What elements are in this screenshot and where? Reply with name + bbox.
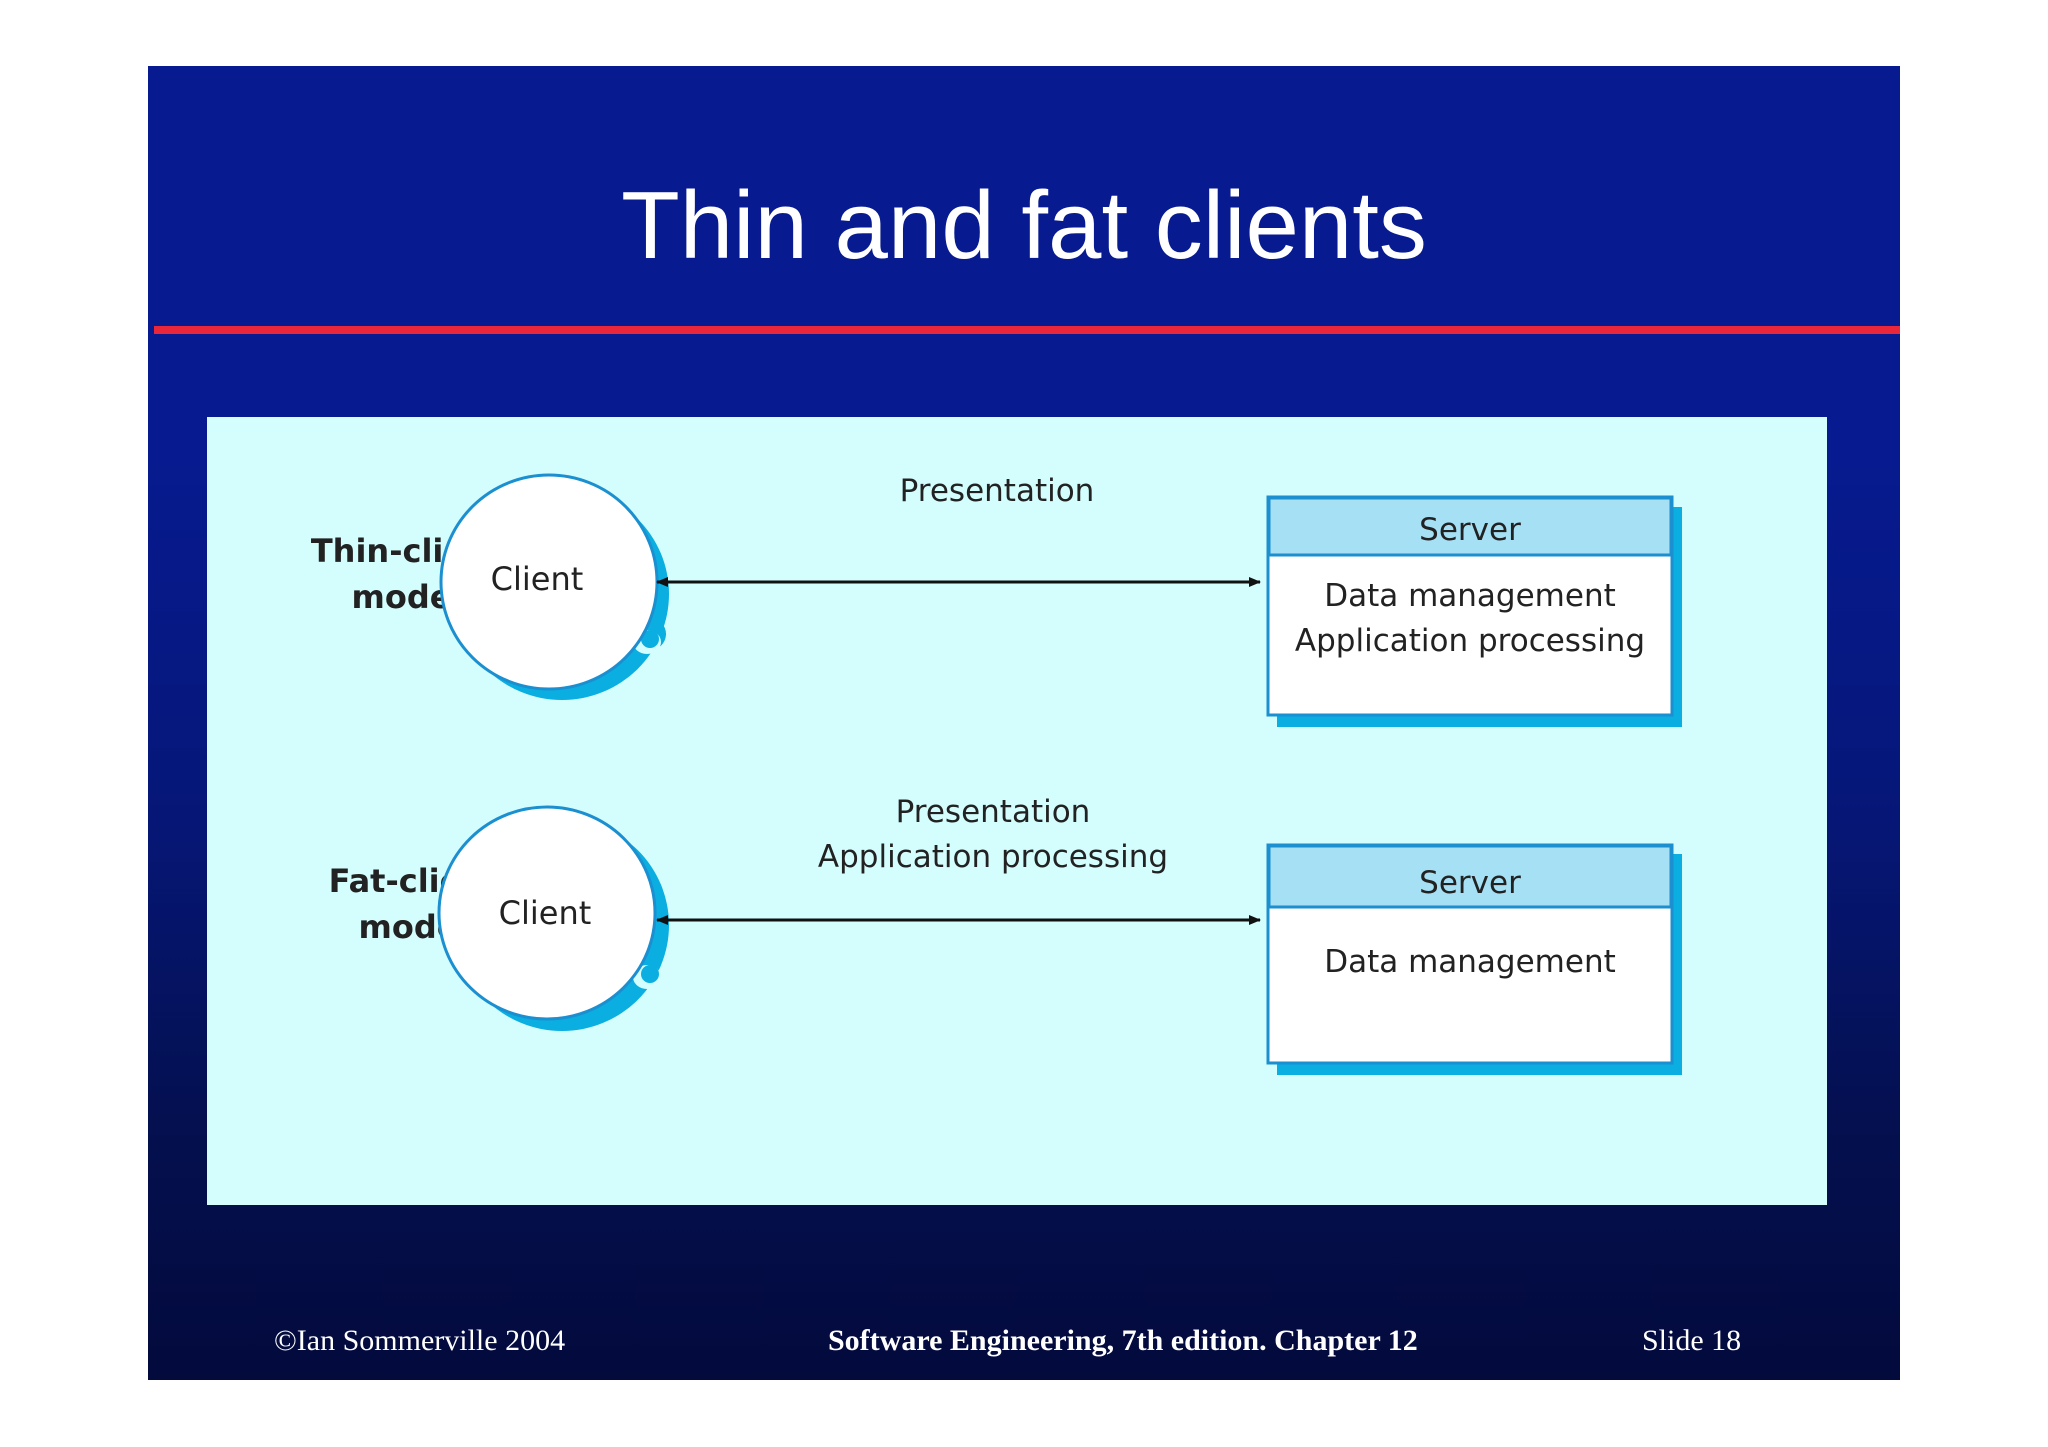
thin-client-arrow-anchor bbox=[641, 630, 659, 648]
footer-copyright: ©Ian Sommerville 2004 bbox=[274, 1324, 566, 1357]
thin-server-line-data: Data management bbox=[1324, 578, 1616, 614]
fat-client-node bbox=[437, 805, 657, 1021]
fat-server-title: Server bbox=[1419, 865, 1521, 901]
fat-server-line-data: Data management bbox=[1324, 944, 1616, 980]
thin-fat-client-diagram: Thin-client model Client Presentation Se… bbox=[207, 417, 1827, 1205]
fat-server-header bbox=[1267, 844, 1673, 909]
thin-client-node-label: Client bbox=[491, 560, 584, 598]
fat-client-link-label-line1: Presentation bbox=[896, 794, 1091, 830]
slide-title: Thin and fat clients bbox=[621, 172, 1427, 279]
fat-client-arrow-anchor bbox=[641, 965, 659, 983]
thin-client-link-label: Presentation bbox=[900, 473, 1095, 509]
thin-server-line-app: Application processing bbox=[1295, 623, 1645, 659]
thin-server-title: Server bbox=[1419, 512, 1521, 548]
slide: Thin and fat clients Thin-client model C… bbox=[148, 66, 1900, 1380]
footer-slide-number: Slide 18 bbox=[1642, 1324, 1742, 1357]
fat-client-node-label: Client bbox=[499, 894, 592, 932]
diagram-canvas: Thin-client model Client Presentation Se… bbox=[311, 473, 1682, 1075]
thin-client-row: Thin-client model Client Presentation Se… bbox=[311, 473, 1682, 727]
thin-server-header bbox=[1267, 496, 1673, 557]
fat-client-link-label-line2: Application processing bbox=[818, 839, 1168, 875]
footer-book-title: Software Engineering, 7th edition. Chapt… bbox=[828, 1324, 1418, 1357]
title-divider bbox=[154, 326, 1900, 334]
fat-client-row: Fat-client model Client Presentation App… bbox=[329, 794, 1682, 1075]
